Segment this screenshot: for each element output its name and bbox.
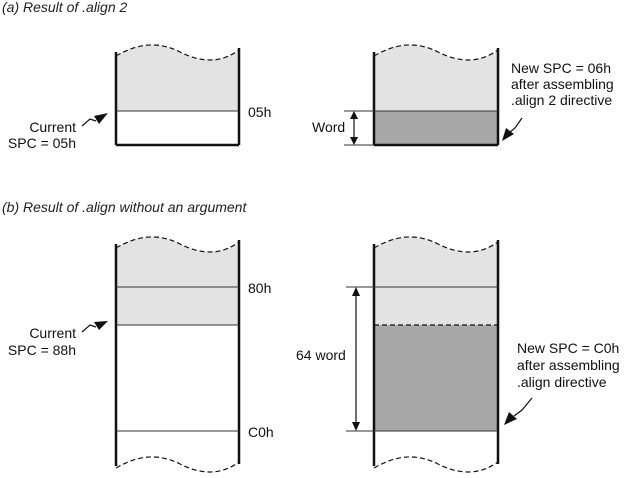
used-region bbox=[374, 236, 498, 325]
new-spc-line1: New SPC = 06h bbox=[511, 60, 611, 76]
memory-block-b-right bbox=[372, 236, 500, 473]
wavy-bottom-edge bbox=[115, 456, 240, 473]
new-spc-line1: New SPC = C0h bbox=[517, 340, 619, 356]
wavy-top-edge bbox=[115, 44, 240, 61]
used-region bbox=[116, 236, 239, 325]
new-spc-line2: after assembling bbox=[511, 76, 614, 92]
new-spc-arrow bbox=[504, 397, 533, 425]
aligned-region bbox=[374, 325, 498, 431]
memory-block-b-left bbox=[114, 236, 241, 473]
new-spc-line3: .align 2 directive bbox=[511, 92, 612, 108]
word-dimension-arrow bbox=[344, 110, 374, 146]
address-label-80h: 80h bbox=[248, 280, 271, 296]
address-label-c0h: C0h bbox=[248, 424, 274, 440]
word-label: Word bbox=[312, 119, 345, 135]
new-spc-arrow bbox=[502, 117, 523, 141]
current-spc-arrow bbox=[81, 113, 108, 127]
64-word-dimension-arrow bbox=[346, 286, 374, 432]
caption-b: (b) Result of .align without an argument bbox=[2, 199, 247, 215]
span-label: 64 word bbox=[296, 347, 346, 363]
current-spc-arrow bbox=[81, 321, 108, 333]
used-region bbox=[116, 44, 239, 111]
new-spc-line2: after assembling bbox=[517, 357, 620, 373]
memory-block-a-left bbox=[114, 44, 241, 147]
wavy-top-edge bbox=[373, 44, 499, 61]
new-spc-line3: .align directive bbox=[517, 374, 607, 390]
current-label-line1: Current bbox=[29, 119, 76, 135]
current-label-line2: SPC = 88h bbox=[8, 342, 76, 358]
address-label-05h: 05h bbox=[248, 104, 271, 120]
used-region bbox=[374, 44, 498, 111]
current-label-line1: Current bbox=[29, 325, 76, 341]
wavy-bottom-edge bbox=[373, 456, 499, 473]
current-label-line2: SPC = 05h bbox=[8, 135, 76, 151]
wavy-top-edge bbox=[115, 236, 240, 253]
memory-block-a-right bbox=[372, 44, 500, 147]
wavy-top-edge bbox=[373, 236, 499, 253]
caption-a: (a) Result of .align 2 bbox=[2, 0, 127, 15]
aligned-word-region bbox=[374, 111, 498, 145]
